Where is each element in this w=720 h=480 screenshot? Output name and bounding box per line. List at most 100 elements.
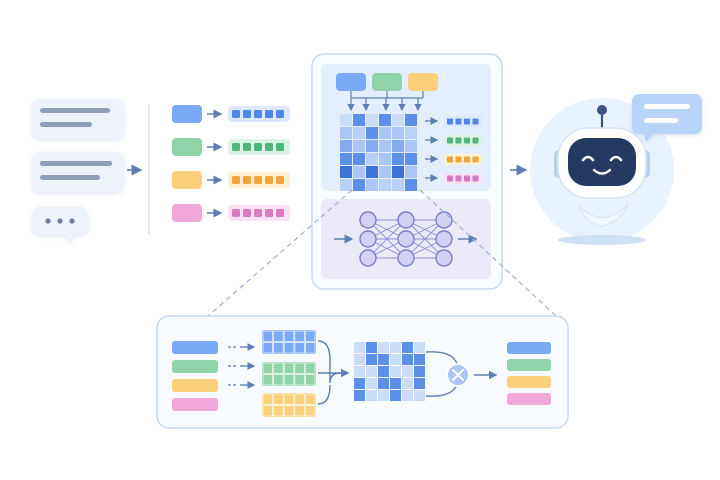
detail-matrix-cell — [354, 366, 365, 377]
qkv-cell — [273, 342, 284, 354]
token-embedding-column — [172, 105, 290, 222]
network-edge — [367, 219, 407, 259]
qkv-cell — [262, 342, 274, 354]
transformer-block — [311, 53, 503, 290]
qkv-cell — [304, 330, 316, 342]
embedding-cell — [276, 110, 284, 118]
qkv-cell — [294, 362, 305, 374]
attention-cell — [405, 127, 417, 139]
detail-output-green — [507, 359, 551, 371]
output-cell — [472, 156, 479, 163]
qkv-cell — [273, 362, 284, 374]
attention-cell — [392, 153, 404, 165]
network-edge — [405, 219, 445, 259]
attention-head-blue — [336, 73, 366, 91]
attention-cell — [379, 153, 391, 165]
embedding-cell — [243, 209, 251, 217]
embedding-cell — [232, 143, 240, 151]
attention-cell — [340, 114, 352, 126]
qkv-cell — [262, 374, 274, 386]
detail-tokens — [172, 341, 256, 411]
qkv-cell — [273, 374, 284, 386]
output-cell — [447, 156, 453, 163]
detail-matrix-cell — [414, 390, 425, 401]
embedding-cell — [243, 143, 251, 151]
detail-matrix-cell — [390, 378, 401, 389]
output-cell — [447, 137, 453, 144]
attention-cell — [340, 140, 352, 152]
qkv-cell — [304, 362, 316, 374]
detail-matrix-cell — [378, 378, 389, 389]
attention-cell — [392, 166, 404, 178]
detail-attention-matrix — [354, 342, 425, 401]
detail-matrix-cell — [390, 366, 401, 377]
detail-matrix-cell — [414, 378, 425, 389]
qkv-cell — [294, 405, 305, 417]
qkv-grid-blue — [262, 330, 316, 354]
qkv-cell — [273, 405, 284, 417]
detail-matrix-cell — [390, 342, 401, 353]
chat-bubble-icon — [32, 99, 124, 139]
neural-network — [334, 211, 478, 267]
qkv-cell — [283, 362, 295, 374]
attention-cell — [379, 114, 391, 126]
detail-token-yellow — [172, 379, 218, 392]
network-node — [397, 249, 415, 267]
attention-cell — [366, 127, 378, 139]
detail-matrix-cell — [366, 390, 377, 401]
detail-matrix-cell — [402, 378, 413, 389]
output-vector-yellow — [444, 154, 482, 165]
qkv-cell — [294, 374, 305, 386]
output-cell — [447, 118, 453, 125]
detail-matrix-cell — [414, 342, 425, 353]
attention-cell — [379, 140, 391, 152]
qkv-cell — [262, 362, 274, 374]
output-cell — [464, 137, 470, 144]
network-node — [359, 249, 377, 267]
detail-token-pink — [172, 398, 218, 411]
output-cell — [455, 175, 462, 182]
attention-cell — [353, 140, 365, 152]
attention-cell — [405, 114, 417, 126]
zoom-guide-lines — [207, 189, 557, 317]
embedding-cell — [232, 176, 240, 184]
qkv-cell — [304, 393, 316, 405]
detail-matrix-cell — [354, 342, 365, 353]
output-cell — [455, 156, 462, 163]
attention-head-green — [372, 73, 402, 91]
detail-matrix-cell — [402, 366, 413, 377]
embedding-cell — [265, 110, 273, 118]
attention-cell — [353, 153, 365, 165]
embedding-cell — [254, 143, 262, 151]
attention-head-row — [336, 73, 438, 91]
embedding-cell — [254, 176, 262, 184]
detail-grid-connectors — [317, 340, 350, 405]
network-node — [435, 211, 453, 229]
output-vector-blue — [444, 116, 482, 127]
output-cell — [472, 137, 479, 144]
detail-output-yellow — [507, 376, 551, 388]
embedding-cell — [265, 209, 273, 217]
output-cell — [472, 175, 479, 182]
detail-outputs — [507, 342, 551, 405]
attention-cell — [366, 153, 378, 165]
embedding-cell — [243, 110, 251, 118]
token-yellow — [172, 171, 202, 189]
qkv-grid-yellow — [262, 393, 316, 417]
output-cell — [472, 118, 479, 125]
attention-cell — [379, 166, 391, 178]
robot-assistant-icon — [530, 98, 674, 245]
network-node — [359, 211, 377, 229]
token-green — [172, 138, 202, 156]
qkv-cell — [283, 374, 295, 386]
embedding-cell — [254, 209, 262, 217]
detail-matrix-cell — [378, 354, 389, 365]
qkv-cell — [283, 342, 295, 354]
chat-bubble-icon — [32, 152, 124, 192]
embedding-cell — [243, 176, 251, 184]
attention-cell — [340, 179, 352, 191]
token-pink — [172, 204, 202, 222]
detail-matrix-cell — [378, 390, 389, 401]
qkv-cell — [294, 342, 305, 354]
